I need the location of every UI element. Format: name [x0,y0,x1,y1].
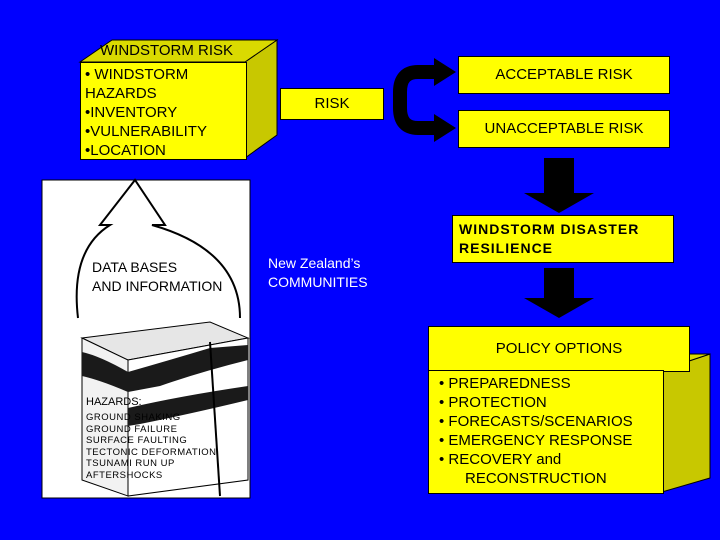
hazards-title: HAZARDS: [86,396,142,408]
hazard-item: TECTONIC DEFORMATION [86,446,217,458]
down-arrow-2 [524,268,594,318]
risk-input-item: •VULNERABILITY [85,123,207,140]
data-bases-label: DATA BASES AND INFORMATION [92,258,222,296]
policy-item: • PROTECTION [439,394,547,411]
resilience-line: WINDSTORM DISASTER [459,221,640,237]
policy-list-box: • PREPAREDNESS • PROTECTION • FORECASTS/… [428,370,664,494]
acceptable-risk-box: ACCEPTABLE RISK [458,56,670,94]
fault-line [209,341,221,497]
policy-box-side [661,353,711,493]
hazard-item: AFTERSHOCKS [86,469,163,481]
data-bases-line: AND INFORMATION [92,278,223,294]
down-arrow-1 [524,158,594,213]
hazard-item: SURFACE FAULTING [86,435,188,446]
policy-item: RECONSTRUCTION [465,470,607,487]
policy-item: • PREPAREDNESS [439,375,571,392]
hazard-item: GROUND FAILURE [86,423,178,435]
split-arrow [393,65,438,135]
block-layer-1 [128,345,248,392]
resilience-box: WINDSTORM DISASTER RESILIENCE [452,215,674,263]
nz-line: COMMUNITIES [268,274,368,290]
block-layer-2 [128,386,248,426]
policy-options-title: POLICY OPTIONS [428,326,690,372]
hazard-item: TSUNAMI RUN UP [86,458,175,469]
hazards-list: GROUND SHAKING GROUND FAILURE SURFACE FA… [86,412,217,481]
risk-label: RISK [280,88,384,120]
nz-line: New Zealand’s [268,255,361,271]
outline-arrow [75,178,241,319]
risk-input-item: HAZARDS [85,85,157,102]
policy-item: • RECOVERY and [439,451,562,468]
unacceptable-risk-box: UNACCEPTABLE RISK [458,110,670,148]
policy-list: • PREPAREDNESS • PROTECTION • FORECASTS/… [439,374,633,488]
nz-communities-label: New Zealand’s COMMUNITIES [268,254,368,292]
risk-inputs-list: • WINDSTORM HAZARDS •INVENTORY •VULNERAB… [85,65,207,160]
risk-input-item: •INVENTORY [85,104,178,121]
resilience-line: RESILIENCE [459,240,554,256]
policy-item: • FORECASTS/SCENARIOS [439,413,633,430]
policy-item: • EMERGENCY RESPONSE [439,432,633,449]
risk-input-item: • WINDSTORM [85,66,189,83]
data-bases-line: DATA BASES [92,259,178,275]
risk-box-title: WINDSTORM RISK [100,42,234,59]
risk-input-item: •LOCATION [85,142,166,159]
hazards-block: HAZARDS: GROUND SHAKING GROUND FAILURE S… [86,394,217,481]
arrow-head-acceptable [434,58,456,86]
hazard-item: GROUND SHAKING [86,412,181,423]
arrow-head-unacceptable [434,114,456,142]
block-layer-3 [82,352,128,392]
risk-inputs-box: • WINDSTORM HAZARDS •INVENTORY •VULNERAB… [80,62,247,160]
resilience-text: WINDSTORM DISASTER RESILIENCE [459,220,639,258]
